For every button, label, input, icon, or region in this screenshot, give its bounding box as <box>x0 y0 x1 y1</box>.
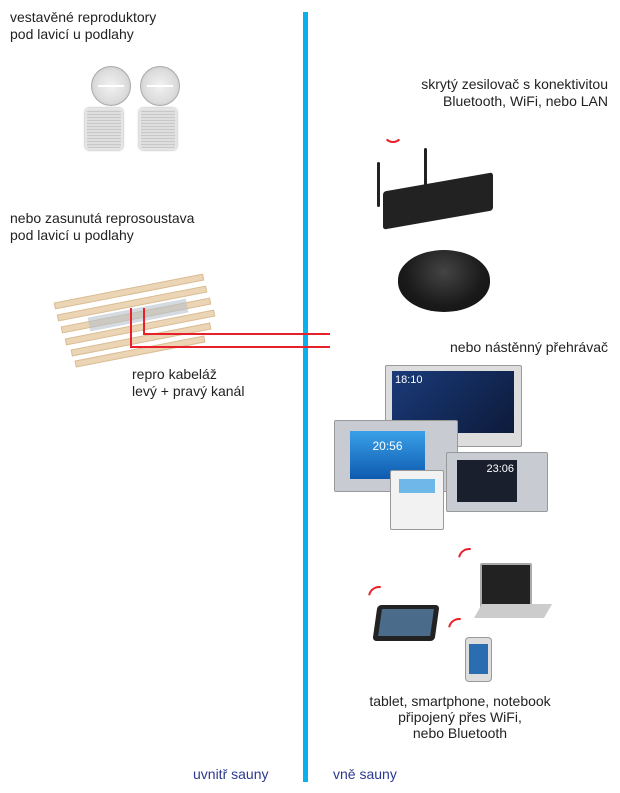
wall-player-small-icon: 23:06 <box>446 452 548 512</box>
wire-left-channel-run <box>130 346 330 348</box>
bench-speaker-label: nebo zasunutá reprosoustava pod lavicí u… <box>10 210 194 244</box>
amplifier-icon <box>375 120 520 230</box>
label-line: pod lavicí u podlahy <box>10 227 134 243</box>
laptop-icon <box>480 563 532 609</box>
bluetooth-receiver-icon <box>398 250 490 312</box>
round-speaker-icon <box>140 66 180 106</box>
label-line: připojený přes WiFi, <box>398 709 522 725</box>
laptop-keyboard <box>473 604 553 618</box>
square-speaker-icon <box>85 108 123 150</box>
label-line: levý + pravý kanál <box>132 383 245 399</box>
square-speaker-icon <box>139 108 177 150</box>
label-line: vestavěné reproduktory <box>10 9 157 25</box>
label-line: skrytý zesilovač s konektivitou <box>421 76 608 92</box>
screen-time: 23:06 <box>457 460 517 502</box>
builtin-speakers-label: vestavěné reproduktory pod lavicí u podl… <box>10 9 156 43</box>
tablet-icon <box>372 605 440 641</box>
label-line: tablet, smartphone, notebook <box>369 693 551 709</box>
label-line: Bluetooth, WiFi, nebo LAN <box>443 93 608 109</box>
wire-right-channel-run <box>143 333 330 335</box>
outside-sauna-label: vně sauny <box>333 766 397 782</box>
wall-player-label: nebo nástěnný přehrávač <box>450 339 608 355</box>
wall-controller-icon <box>390 470 444 530</box>
wire-right-channel <box>143 308 145 335</box>
sauna-wall-divider <box>303 12 308 782</box>
mobile-devices-label: tablet, smartphone, notebook připojený p… <box>340 693 580 741</box>
label-line: pod lavicí u podlahy <box>10 26 134 42</box>
label-line: nebo Bluetooth <box>412 725 508 741</box>
wire-left-channel <box>130 308 132 348</box>
round-speaker-icon <box>91 66 131 106</box>
label-line: repro kabeláž <box>132 366 217 382</box>
label-line: nebo zasunutá reprosoustava <box>10 210 195 226</box>
cabling-label: repro kabeláž levý + pravý kanál <box>132 366 244 400</box>
amplifier-label: skrytý zesilovač s konektivitou Bluetoot… <box>421 76 608 110</box>
inside-sauna-label: uvnitř sauny <box>193 766 269 782</box>
smartphone-icon <box>465 637 492 682</box>
